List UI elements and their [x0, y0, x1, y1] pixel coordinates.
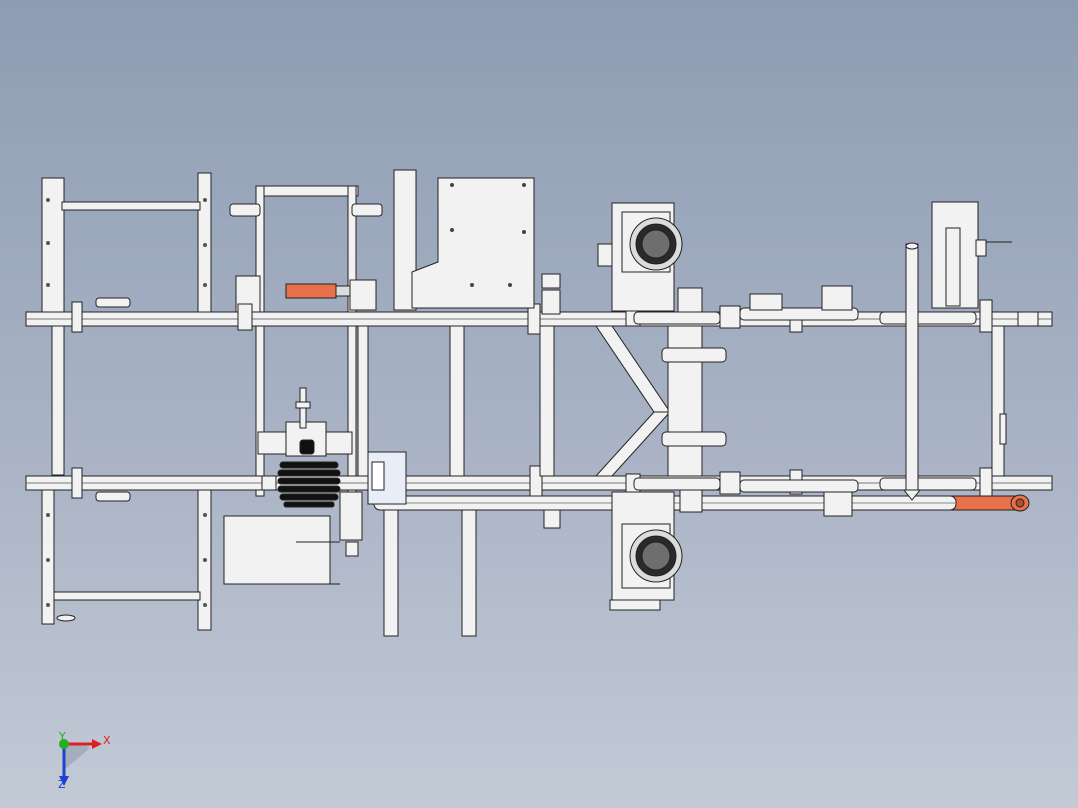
y-axis-dot [59, 739, 69, 749]
y-axis-label: Y [59, 730, 66, 743]
z-axis-arrow [59, 744, 69, 786]
center-square-frame [229, 185, 383, 497]
rail-brackets [71, 299, 1039, 501]
x-axis-label: X [103, 734, 111, 747]
upper-wheel-assembly [597, 202, 683, 312]
mounting-plate [411, 177, 535, 309]
left-ladder-frame [41, 172, 212, 631]
coordinate-triad [40, 726, 120, 796]
orange-pipe-pieces [285, 283, 1030, 512]
middle-uprights [357, 169, 561, 637]
lower-wheel-assembly [609, 491, 683, 611]
z-axis-label: Z [58, 778, 66, 791]
vertical-pipe [902, 242, 922, 501]
upper-axle [633, 285, 977, 329]
engine-assembly [223, 387, 363, 585]
right-bracket [931, 201, 1012, 477]
lower-axle [633, 471, 977, 517]
main-rails [25, 311, 1053, 491]
cross-brace [594, 325, 727, 477]
